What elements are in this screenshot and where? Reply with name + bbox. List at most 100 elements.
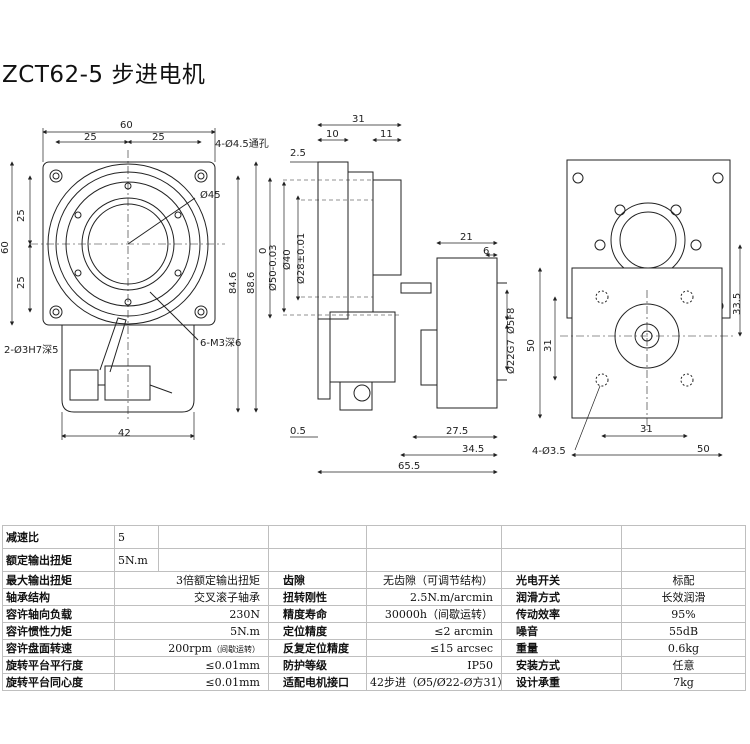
dim-10: 10 bbox=[326, 129, 339, 140]
dim-60: 60 bbox=[120, 120, 133, 131]
dim-hole35: 4-Ø3.5 bbox=[532, 445, 566, 457]
positioning-label: 定位精度 bbox=[268, 622, 367, 640]
repeat-value: ≤15 arcsec bbox=[366, 639, 502, 657]
side-view-labels: 31 10 11 2.5 0 Ø50-0.03 Ø40 Ø28±0.01 0.5… bbox=[258, 114, 517, 472]
dim-31c: 31 bbox=[640, 424, 653, 435]
bearing-value: 交叉滚子轴承 bbox=[114, 588, 269, 606]
dim-88-6: 88.6 bbox=[246, 272, 257, 294]
concentric-value: ≤0.01mm bbox=[114, 673, 269, 691]
dim-28: Ø28±0.01 bbox=[295, 233, 307, 284]
positioning-value: ≤2 arcmin bbox=[366, 622, 502, 640]
speed-value: 200rpm（间歇运转） bbox=[114, 639, 269, 657]
backlash-label: 齿隙 bbox=[268, 571, 367, 589]
front-view-labels: 60 25 25 4-Ø4.5通孔 Ø45 60 25 25 84.6 88.6… bbox=[0, 120, 269, 439]
dim-33-5: 33.5 bbox=[732, 293, 743, 315]
dim-60v: 60 bbox=[0, 241, 11, 254]
motor-interface-value: 42步进（Ø5/Ø22-Ø方31） bbox=[366, 673, 502, 691]
inertia-label: 容许惯性力矩 bbox=[2, 622, 115, 640]
dim-m3: 6-M3深6 bbox=[200, 337, 241, 349]
dim-27-5: 27.5 bbox=[446, 426, 468, 437]
dim-0-5: 0.5 bbox=[290, 426, 306, 437]
dim-31: 31 bbox=[352, 114, 365, 125]
table-row: 容许盘面转速 200rpm（间歇运转） 反复定位精度 ≤15 arcsec 重量… bbox=[2, 639, 746, 657]
motor-view bbox=[560, 159, 735, 430]
dim-42: 42 bbox=[118, 428, 131, 439]
rated-torque-label: 额定输出扭矩 bbox=[2, 548, 115, 572]
inertia-value: 5N.m bbox=[114, 622, 269, 640]
dim-pin: 2-Ø3H7深5 bbox=[4, 344, 58, 356]
photo-switch-value: 标配 bbox=[621, 571, 746, 589]
ip-label: 防护等级 bbox=[268, 656, 367, 674]
reduction-ratio-value: 5 bbox=[114, 525, 159, 549]
dim-50: Ø50-0.03 bbox=[267, 245, 279, 291]
spec-table: 减速比 5 额定输出扭矩 5N.m 最大输出扭矩 3倍额定输出扭矩 齿隙 无齿隙… bbox=[2, 525, 746, 691]
front-view bbox=[30, 150, 225, 420]
dim-25c: 25 bbox=[16, 209, 27, 222]
weight-label: 重量 bbox=[501, 639, 622, 657]
dim-31b: 31 bbox=[543, 339, 554, 352]
dim-34-5: 34.5 bbox=[462, 444, 484, 455]
table-row: 旋转平台平行度 ≤0.01mm 防护等级 IP50 安装方式 任意 bbox=[2, 656, 746, 674]
page-title: ZCT62-5 步进电机 bbox=[2, 62, 206, 88]
efficiency-value: 95% bbox=[621, 605, 746, 623]
side-view-dims bbox=[267, 122, 510, 475]
lube-value: 长效润滑 bbox=[621, 588, 746, 606]
table-row: 旋转平台同心度 ≤0.01mm 适配电机接口 42步进（Ø5/Ø22-Ø方31）… bbox=[2, 673, 746, 691]
dim-84-6: 84.6 bbox=[228, 272, 239, 294]
mount-label: 安装方式 bbox=[501, 656, 622, 674]
dim-25: 25 bbox=[84, 132, 97, 143]
motor-interface-label: 适配电机接口 bbox=[268, 673, 367, 691]
dim-diameter: Ø45 bbox=[200, 189, 221, 201]
mount-value: 任意 bbox=[621, 656, 746, 674]
dim-11: 11 bbox=[380, 129, 393, 140]
life-value: 30000h（间歇运转） bbox=[366, 605, 502, 623]
concentric-label: 旋转平台同心度 bbox=[2, 673, 115, 691]
dim-6: 6 bbox=[483, 246, 489, 257]
parallel-label: 旋转平台平行度 bbox=[2, 656, 115, 674]
dim-21: 21 bbox=[460, 232, 473, 243]
weight-value: 0.6kg bbox=[621, 639, 746, 657]
dim-0: 0 bbox=[258, 248, 269, 254]
ip-value: IP50 bbox=[366, 656, 502, 674]
table-row: 容许惯性力矩 5N.m 定位精度 ≤2 arcmin 噪音 55dB bbox=[2, 622, 746, 640]
table-row: 轴承结构 交叉滚子轴承 扭转刚性 2.5N.m/arcmin 润滑方式 长效润滑 bbox=[2, 588, 746, 606]
table-row: 容许轴向负载 230N 精度寿命 30000h（间歇运转） 传动效率 95% bbox=[2, 605, 746, 623]
dim-hole: 4-Ø4.5通孔 bbox=[215, 138, 269, 150]
dim-25d: 25 bbox=[16, 276, 27, 289]
speed-note: （间歇运转） bbox=[212, 644, 260, 654]
dim-65-5: 65.5 bbox=[398, 461, 420, 472]
stiffness-label: 扭转刚性 bbox=[268, 588, 367, 606]
dim-50b: 50 bbox=[526, 339, 537, 352]
table-row: 减速比 5 bbox=[2, 525, 746, 549]
photo-switch-label: 光电开关 bbox=[501, 571, 622, 589]
dim-25: 25 bbox=[152, 132, 165, 143]
technical-drawing: 60 25 25 4-Ø4.5通孔 Ø45 60 25 25 84.6 88.6… bbox=[0, 114, 743, 475]
design-weight-label: 设计承重 bbox=[501, 673, 622, 691]
dim-5f8: Ø5F8 bbox=[505, 308, 517, 334]
efficiency-label: 传动效率 bbox=[501, 605, 622, 623]
reduction-ratio-label: 减速比 bbox=[2, 525, 115, 549]
speed-label: 容许盘面转速 bbox=[2, 639, 115, 657]
axial-load-value: 230N bbox=[114, 605, 269, 623]
parallel-value: ≤0.01mm bbox=[114, 656, 269, 674]
design-weight-value: 7kg bbox=[621, 673, 746, 691]
noise-value: 55dB bbox=[621, 622, 746, 640]
side-view bbox=[283, 161, 507, 411]
motor-view-labels: 50 31 33.5 4-Ø3.5 31 50 bbox=[526, 293, 743, 457]
max-torque-value: 3倍额定输出扭矩 bbox=[114, 571, 269, 589]
backlash-value: 无齿隙（可调节结构） bbox=[366, 571, 502, 589]
axial-load-label: 容许轴向负载 bbox=[2, 605, 115, 623]
noise-label: 噪音 bbox=[501, 622, 622, 640]
dim-40: Ø40 bbox=[281, 249, 293, 270]
front-view-dims bbox=[9, 128, 259, 440]
dim-2-5: 2.5 bbox=[290, 148, 306, 159]
life-label: 精度寿命 bbox=[268, 605, 367, 623]
table-row: 额定输出扭矩 5N.m bbox=[2, 548, 746, 572]
stiffness-value: 2.5N.m/arcmin bbox=[366, 588, 502, 606]
bearing-label: 轴承结构 bbox=[2, 588, 115, 606]
table-row: 最大输出扭矩 3倍额定输出扭矩 齿隙 无齿隙（可调节结构） 光电开关 标配 bbox=[2, 571, 746, 589]
lube-label: 润滑方式 bbox=[501, 588, 622, 606]
repeat-label: 反复定位精度 bbox=[268, 639, 367, 657]
dim-22g7: Ø22G7 bbox=[505, 339, 517, 374]
rated-torque-value: 5N.m bbox=[114, 548, 159, 572]
